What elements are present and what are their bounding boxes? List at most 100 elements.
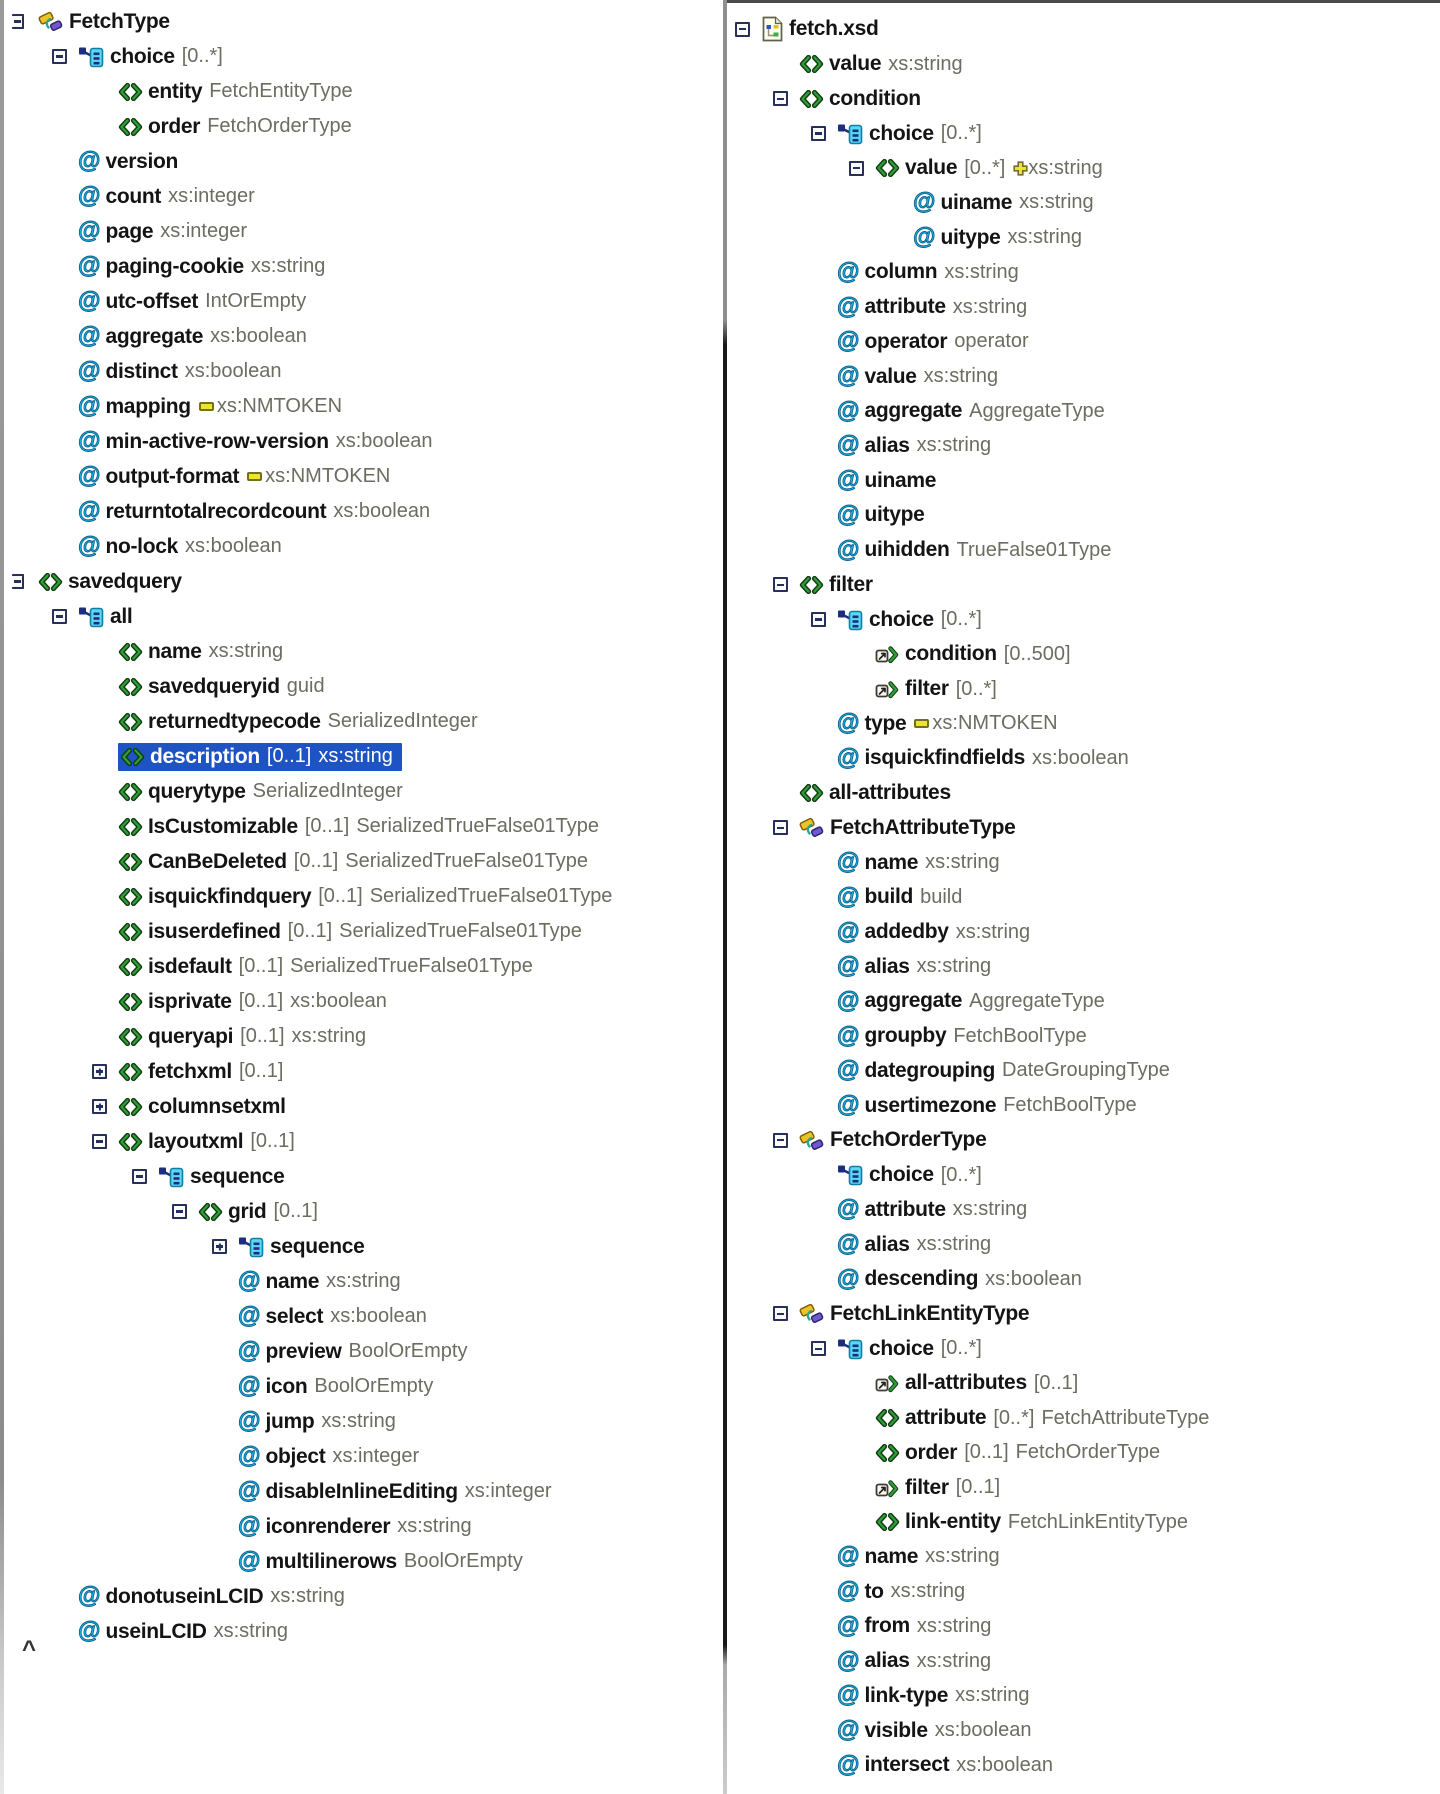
expander-minus-icon[interactable] <box>773 820 799 836</box>
tree-row[interactable]: sequence <box>4 1159 650 1194</box>
tree-row[interactable]: @version <box>4 144 650 179</box>
expander-minus-icon[interactable] <box>92 1134 118 1149</box>
expander-minus-icon[interactable] <box>773 1306 799 1322</box>
tree-row[interactable]: choice[0..*] <box>727 1331 1440 1366</box>
tree-row[interactable]: IsCustomizable[0..1]SerializedTrueFalse0… <box>4 809 650 844</box>
expander-plus-icon[interactable] <box>92 1064 118 1079</box>
tree-row[interactable]: fetch.xsd <box>727 12 1440 47</box>
tree-row[interactable]: fetchxml[0..1] <box>4 1054 650 1089</box>
tree-row[interactable]: all-attributes <box>727 776 1440 811</box>
tree-row[interactable]: grid[0..1] <box>4 1194 650 1229</box>
expander-minus-icon[interactable] <box>773 91 799 107</box>
expander-minus-icon[interactable] <box>849 160 875 176</box>
tree-row[interactable]: isuserdefined[0..1]SerializedTrueFalse01… <box>4 914 650 949</box>
tree-row[interactable]: filter[0..1] <box>727 1470 1440 1505</box>
expander-minus-icon[interactable] <box>12 14 38 29</box>
tree-row[interactable]: FetchAttributeType <box>727 811 1440 846</box>
tree-row[interactable]: CanBeDeleted[0..1]SerializedTrueFalse01T… <box>4 844 650 879</box>
tree-row[interactable]: isdefault[0..1]SerializedTrueFalse01Type <box>4 949 650 984</box>
tree-row[interactable]: filter <box>727 568 1440 603</box>
tree-row[interactable]: all-attributes[0..1] <box>727 1366 1440 1401</box>
expander-plus-icon[interactable] <box>92 1099 118 1114</box>
tree-row[interactable]: condition[0..500] <box>727 637 1440 672</box>
panel-divider[interactable] <box>723 0 727 1794</box>
tree-row[interactable]: isprivate[0..1]xs:boolean <box>4 984 650 1019</box>
tree-row[interactable]: choice[0..*] <box>4 39 650 74</box>
tree-row[interactable]: queryapi[0..1]xs:string <box>4 1019 650 1054</box>
tree-row[interactable]: sequence <box>4 1229 650 1264</box>
tree-row[interactable]: columnsetxml <box>4 1089 650 1124</box>
tree-row[interactable]: FetchType <box>4 4 650 39</box>
tree-row[interactable]: layoutxml[0..1] <box>4 1124 650 1159</box>
expander-minus-icon[interactable] <box>773 577 799 593</box>
tree-row[interactable]: FetchLinkEntityType <box>727 1297 1440 1332</box>
expander-minus-icon[interactable] <box>12 574 38 589</box>
expander-minus-icon[interactable] <box>811 1341 837 1357</box>
tree-row[interactable]: all <box>4 599 650 634</box>
tree-row[interactable]: @uiname <box>727 463 1440 498</box>
tree-row[interactable]: condition <box>727 81 1440 116</box>
tree-row[interactable]: choice[0..*] <box>727 116 1440 151</box>
tree-row[interactable]: value[0..*]xs:string <box>727 151 1440 186</box>
tree-row[interactable]: FetchOrderType <box>727 1123 1440 1158</box>
tree-row[interactable]: order[0..1]FetchOrderType <box>727 1435 1440 1470</box>
expander-minus-icon[interactable] <box>132 1169 158 1184</box>
tree-row[interactable]: isquickfindquery[0..1]SerializedTrueFals… <box>4 879 650 914</box>
expander-minus-icon[interactable] <box>773 1132 799 1148</box>
tree-row[interactable]: choice[0..*] <box>727 1158 1440 1193</box>
tree-row[interactable]: choice[0..*] <box>727 602 1440 637</box>
expander-minus-icon[interactable] <box>811 126 837 142</box>
expander-minus-icon[interactable] <box>52 49 78 64</box>
expander-minus-icon[interactable] <box>172 1204 198 1219</box>
